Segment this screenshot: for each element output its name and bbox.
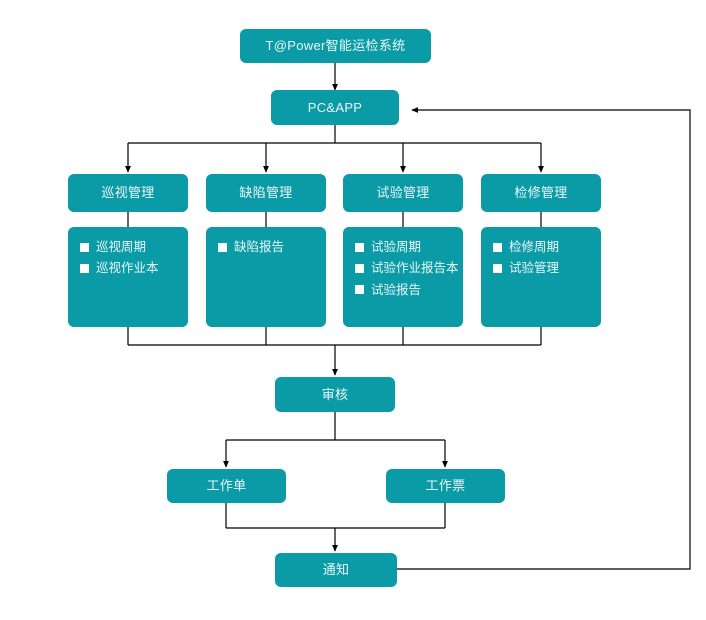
node-module-inspection[interactable]: 巡视管理 xyxy=(68,174,188,212)
bullet-square-icon xyxy=(355,264,364,274)
node-notify-label: 通知 xyxy=(322,562,350,578)
panel-inspection-items[interactable]: 巡视周期 巡视作业本 xyxy=(68,227,188,327)
node-module-test[interactable]: 试验管理 xyxy=(343,174,463,212)
connector-modules-to-panels xyxy=(127,212,542,227)
node-notify[interactable]: 通知 xyxy=(275,553,397,587)
list-item[interactable]: 巡视作业本 xyxy=(80,261,178,275)
node-review-label: 审核 xyxy=(321,386,349,402)
node-module-maintenance-label: 检修管理 xyxy=(514,185,568,201)
panel-defect-items[interactable]: 缺陷报告 xyxy=(206,227,326,327)
node-work-ticket[interactable]: 工作票 xyxy=(386,469,505,503)
list-item-label: 缺陷报告 xyxy=(234,240,285,254)
panel-test-items[interactable]: 试验周期 试验作业报告本 试验报告 xyxy=(343,227,463,327)
list-item[interactable]: 试验管理 xyxy=(493,261,591,275)
node-module-test-label: 试验管理 xyxy=(376,185,430,201)
list-item[interactable]: 巡视周期 xyxy=(80,240,178,254)
list-item[interactable]: 试验报告 xyxy=(355,283,453,297)
list-item-label: 巡视周期 xyxy=(96,240,147,254)
list-item-label: 试验作业报告本 xyxy=(371,261,459,276)
connector-platform-to-modules xyxy=(125,125,544,173)
node-review[interactable]: 审核 xyxy=(275,377,395,412)
list-item[interactable]: 检修周期 xyxy=(493,240,591,254)
bullet-square-icon xyxy=(80,264,89,274)
node-module-inspection-label: 巡视管理 xyxy=(101,185,155,201)
list-item-label: 试验周期 xyxy=(371,240,422,254)
bullet-square-icon xyxy=(355,242,364,252)
connector-work-items-to-notify xyxy=(225,503,446,552)
node-platform-pc-app[interactable]: PC&APP xyxy=(271,90,399,125)
bullet-square-icon xyxy=(80,242,89,252)
node-module-defect-label: 缺陷管理 xyxy=(239,185,293,201)
list-item[interactable]: 试验周期 xyxy=(355,240,453,254)
bullet-square-icon xyxy=(218,242,227,252)
list-item-label: 检修周期 xyxy=(509,240,560,254)
list-item[interactable]: 缺陷报告 xyxy=(218,240,316,254)
node-work-order[interactable]: 工作单 xyxy=(167,469,286,503)
node-module-defect[interactable]: 缺陷管理 xyxy=(206,174,326,212)
bullet-square-icon xyxy=(355,285,364,295)
bullet-square-icon xyxy=(493,242,502,252)
list-item[interactable]: 试验作业报告本 xyxy=(355,261,459,275)
node-work-ticket-label: 工作票 xyxy=(425,478,466,494)
list-item-label: 巡视作业本 xyxy=(96,261,159,276)
node-module-maintenance[interactable]: 检修管理 xyxy=(481,174,601,212)
connector-panels-to-review xyxy=(127,327,542,376)
list-item-label: 试验管理 xyxy=(509,261,560,276)
panel-maintenance-items[interactable]: 检修周期 试验管理 xyxy=(481,227,601,327)
node-work-order-label: 工作单 xyxy=(206,478,247,494)
node-platform-label: PC&APP xyxy=(307,99,363,115)
list-item-label: 试验报告 xyxy=(371,282,422,297)
connector-review-to-work-items xyxy=(223,412,448,468)
node-system-title[interactable]: T@Power智能运检系统 xyxy=(240,29,431,63)
node-system-title-label: T@Power智能运检系统 xyxy=(265,38,406,54)
bullet-square-icon xyxy=(493,264,502,274)
